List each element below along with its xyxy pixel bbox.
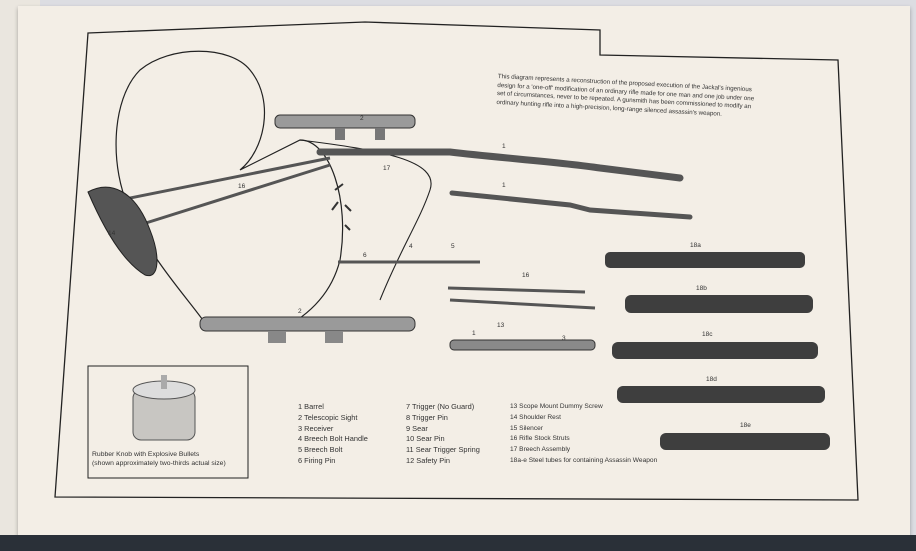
legend-item: 5 Breech Bolt bbox=[298, 445, 343, 455]
legend-item: 18a-e Steel tubes for containing Assassi… bbox=[510, 456, 658, 464]
label-18b: 18b bbox=[696, 285, 707, 292]
legend-item: 6 Firing Pin bbox=[298, 455, 336, 465]
label-4: 4 bbox=[409, 243, 413, 250]
inset-caption: Rubber Knob with Explosive Bullets (show… bbox=[92, 450, 226, 468]
legend-column-2: 7 Trigger (No Guard) 8 Trigger Pin 9 Sea… bbox=[406, 402, 480, 467]
label-2-scope: 2 bbox=[298, 308, 302, 315]
label-1: 1 bbox=[502, 143, 506, 150]
tube-18b bbox=[625, 295, 813, 313]
receiver-part bbox=[449, 339, 596, 351]
label-16-struts: 16 bbox=[522, 272, 530, 279]
steel-tubes bbox=[605, 252, 830, 450]
legend-item: 7 Trigger (No Guard) bbox=[406, 402, 475, 411]
shoulder-rest bbox=[87, 186, 158, 277]
label-5: 5 bbox=[451, 243, 455, 250]
tube-18d bbox=[617, 386, 825, 403]
legend-item: 3 Receiver bbox=[298, 423, 334, 433]
label-2: 2 bbox=[360, 115, 364, 122]
caption-line-1: Rubber Knob with Explosive Bullets bbox=[92, 451, 200, 458]
rifle-stock-struts-part bbox=[447, 286, 596, 310]
arm-outline bbox=[299, 139, 432, 301]
legend-item: 15 Silencer bbox=[510, 424, 543, 432]
label-14: 14 bbox=[108, 230, 116, 237]
diagram-frame bbox=[54, 21, 859, 501]
label-13: 13 bbox=[497, 322, 505, 329]
telescopic-sight-mounted bbox=[274, 114, 416, 140]
barrel-part bbox=[449, 190, 693, 220]
label-18a: 18a bbox=[690, 242, 701, 249]
legend-item: 2 Telescopic Sight bbox=[298, 412, 358, 422]
legend-item: 17 Breech Assembly bbox=[510, 446, 571, 454]
legend-item: 11 Sear Trigger Spring bbox=[406, 445, 480, 455]
trigger-parts bbox=[331, 183, 352, 231]
legend-item: 1 Barrel bbox=[298, 402, 324, 411]
legend-column-3: 13 Scope Mount Dummy Screw 14 Shoulder R… bbox=[510, 402, 657, 467]
tube-18a bbox=[605, 252, 805, 268]
tube-18c bbox=[612, 342, 818, 359]
assassin-silhouette bbox=[115, 50, 344, 331]
legend-item: 4 Breech Bolt Handle bbox=[298, 434, 368, 444]
label-6: 6 bbox=[363, 252, 367, 259]
caption-line-2: (shown approximately two-thirds actual s… bbox=[92, 460, 226, 467]
telescopic-sight-part bbox=[199, 316, 416, 343]
legend-item: 16 Rifle Stock Struts bbox=[510, 435, 570, 443]
label-18c: 18c bbox=[702, 331, 713, 338]
label-18e: 18e bbox=[740, 422, 751, 429]
inset-box bbox=[87, 365, 249, 479]
label-1-barrel: 1 bbox=[502, 182, 506, 189]
label-3: 3 bbox=[562, 335, 566, 342]
legend-item: 14 Shoulder Rest bbox=[510, 413, 561, 421]
label-18d: 18d bbox=[706, 376, 717, 383]
legend-item: 12 Safety Pin bbox=[406, 455, 450, 465]
label-17: 17 bbox=[383, 165, 391, 172]
legend-item: 8 Trigger Pin bbox=[406, 412, 448, 422]
tube-18e bbox=[660, 433, 830, 450]
book-spine bbox=[0, 535, 916, 551]
label-16: 16 bbox=[238, 183, 246, 190]
legend-item: 9 Sear bbox=[406, 423, 428, 433]
label-1-receiver: 1 bbox=[472, 330, 476, 337]
legend-column-1: 1 Barrel 2 Telescopic Sight 3 Receiver 4… bbox=[298, 402, 368, 467]
stock-struts bbox=[119, 156, 331, 230]
legend-item: 10 Sear Pin bbox=[406, 434, 445, 444]
explosive-bullets-knob-image bbox=[132, 375, 196, 441]
assembled-barrel bbox=[316, 148, 684, 182]
legend-item: 13 Scope Mount Dummy Screw bbox=[510, 403, 603, 410]
